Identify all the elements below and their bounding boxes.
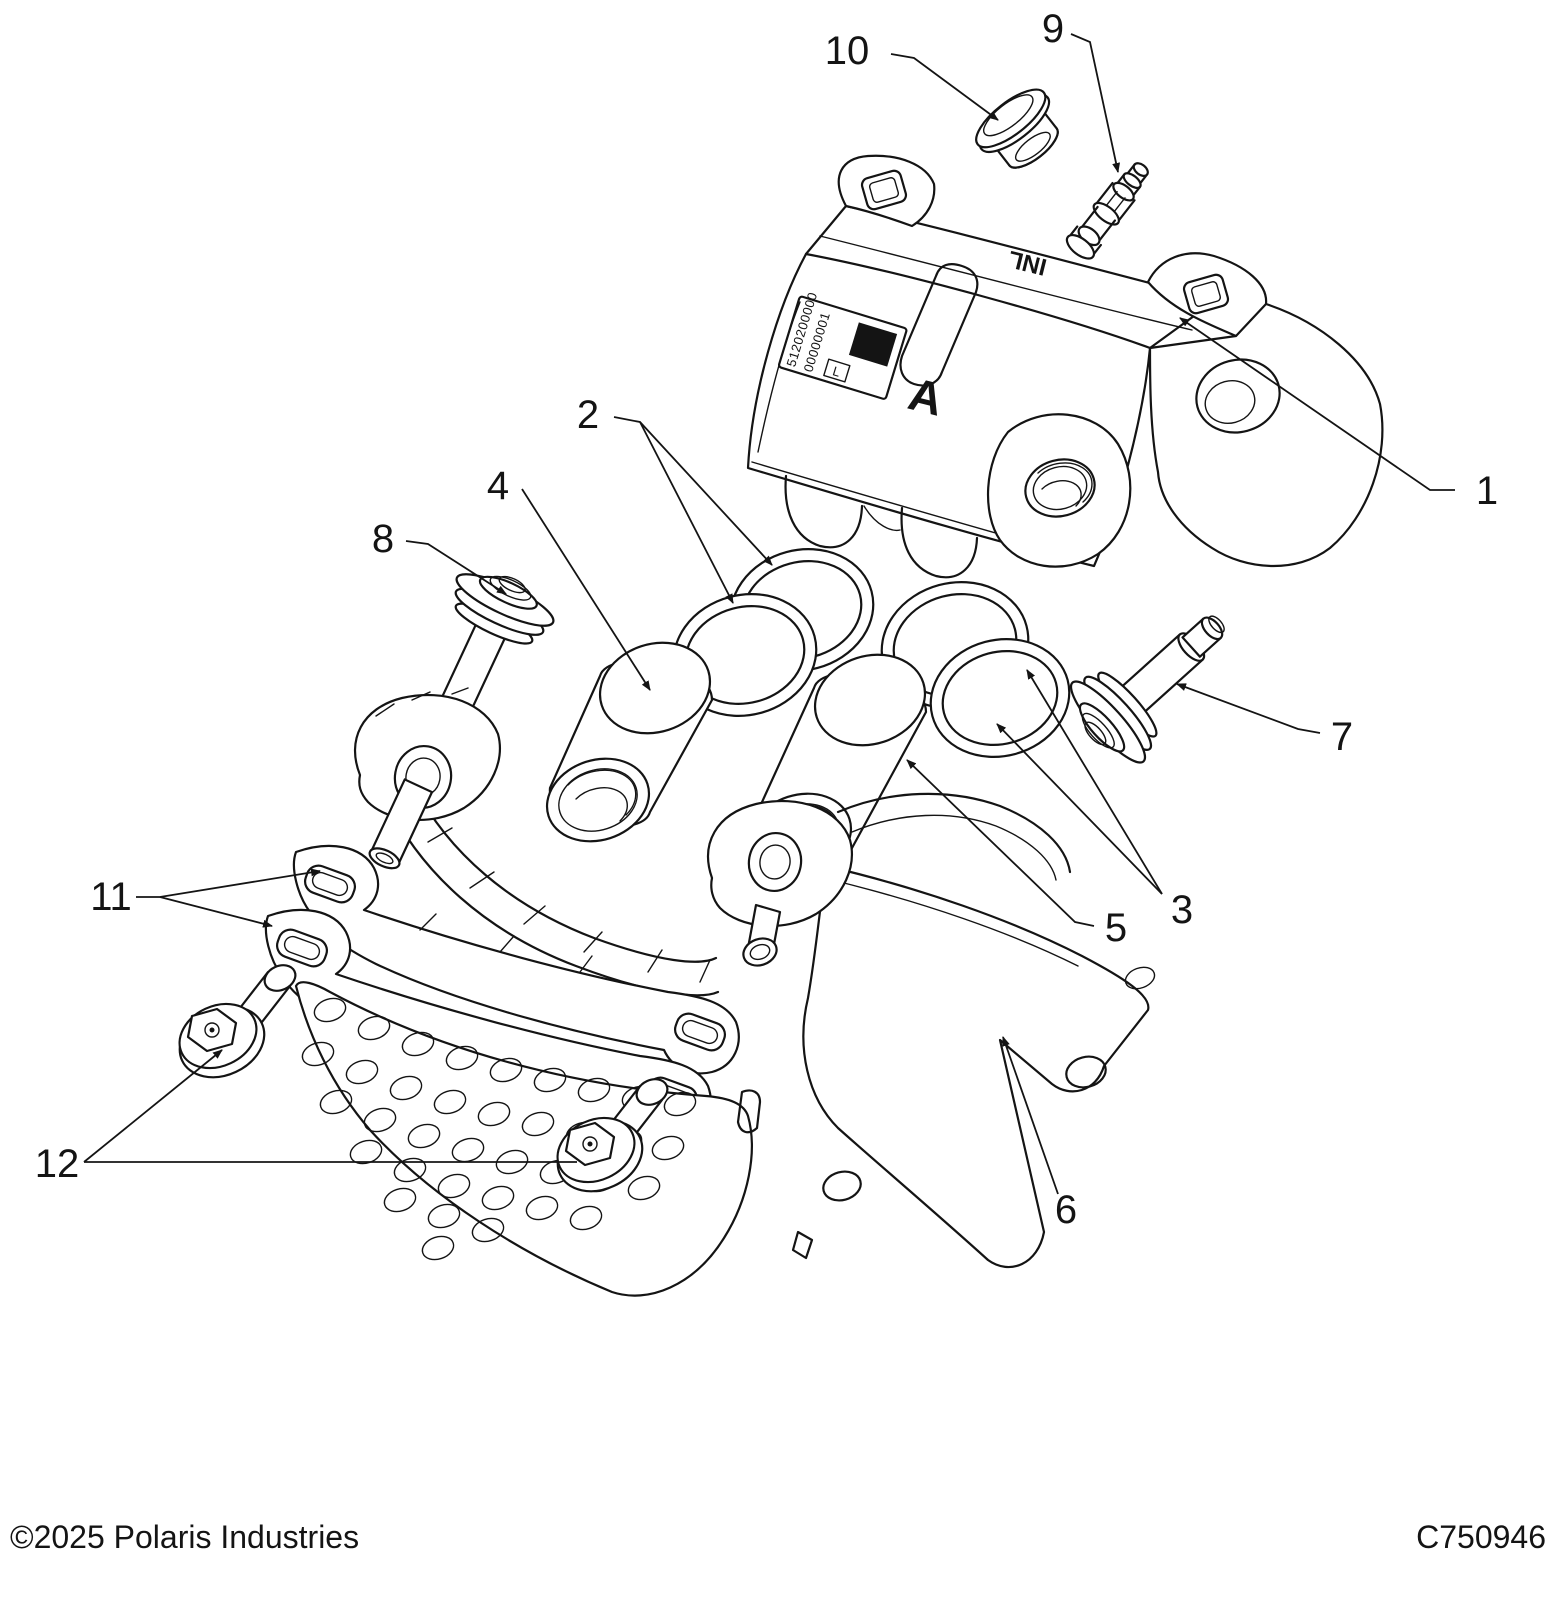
callout-11: 11 <box>90 875 132 919</box>
caliper-body: 5120200000 00000001 L A INL <box>746 154 1384 579</box>
callout-3: 3 <box>1171 888 1193 932</box>
leader-line-6 <box>1002 1036 1059 1195</box>
figure-code: C750946 <box>1416 1519 1546 1555</box>
leader-line-11-1 <box>136 868 321 898</box>
piston-seals <box>672 548 875 717</box>
callout-5: 5 <box>1105 906 1127 950</box>
leader-line-9 <box>1070 33 1121 173</box>
copyright-text: ©2025 Polaris Industries <box>10 1519 359 1555</box>
leader-line-11-2 <box>159 896 273 928</box>
brake-pad-front <box>264 908 814 1297</box>
callout-6: 6 <box>1055 1188 1077 1232</box>
leader-line-2-1 <box>613 416 773 566</box>
guide-pin-bolt <box>1069 615 1225 764</box>
leader-line-3-2 <box>996 723 1163 895</box>
piston-left <box>545 641 714 843</box>
leader-line-7 <box>1176 683 1321 734</box>
leader-line-1 <box>1179 317 1455 491</box>
callout-8: 8 <box>372 517 394 561</box>
leader-line-8 <box>405 540 507 595</box>
leader-line-4 <box>521 488 651 691</box>
bleeder-screw <box>1065 162 1149 260</box>
pin-end-left <box>368 778 434 870</box>
callout-1: 1 <box>1476 469 1498 513</box>
pad-bolt-left <box>178 964 297 1079</box>
leader-line-10 <box>890 53 999 121</box>
callout-9: 9 <box>1042 7 1064 51</box>
mounting-bracket <box>802 864 1156 1269</box>
callout-4: 4 <box>487 464 509 508</box>
barcode-block <box>848 322 898 367</box>
callout-12: 12 <box>35 1142 80 1186</box>
label-box-letter: L <box>831 363 842 379</box>
callout-2: 2 <box>577 393 599 437</box>
leader-line-3-1 <box>1026 669 1163 895</box>
leader-line-2-2 <box>639 421 734 604</box>
dust-cap <box>975 88 1059 169</box>
brake-pad-rear <box>292 844 740 1075</box>
callout-7: 7 <box>1331 715 1353 759</box>
caliper-carrier <box>354 687 1072 997</box>
pad-bolt-right <box>556 1078 669 1193</box>
leader-line-5 <box>906 759 1095 927</box>
leader-line-12-1 <box>83 1049 223 1163</box>
callout-10: 10 <box>825 29 870 73</box>
